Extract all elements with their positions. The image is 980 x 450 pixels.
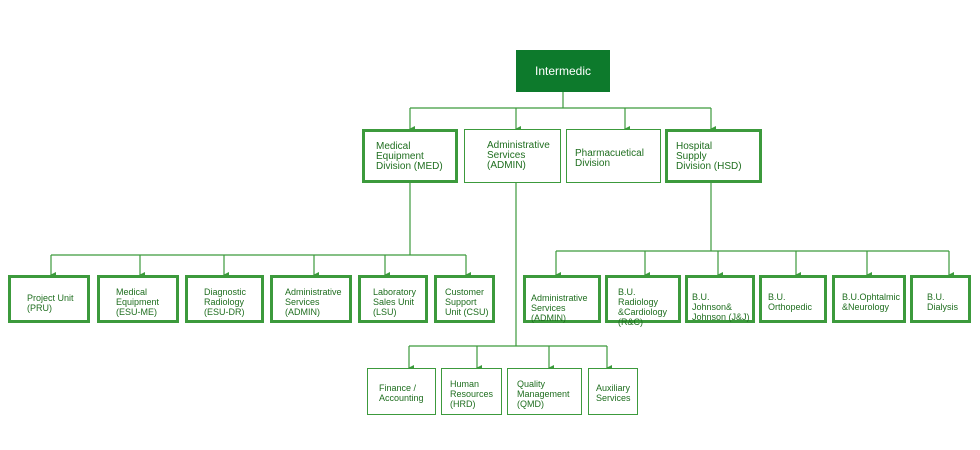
admin-unit-auxiliary: Auxiliary Services	[588, 368, 638, 415]
hsd-unit-label: B.U.Ophtalmic &Neurology	[842, 292, 901, 312]
hsd-unit-rc: B.U. Radiology &Cardiology (R&C)	[605, 275, 681, 327]
hsd-unit-admin: Administrative Services (ADMIN)	[523, 275, 601, 323]
hsd-unit-jj: B.U. Johnson& Johnson (J&J)	[685, 275, 755, 323]
division-admin: Administrative Services (ADMIN)	[464, 129, 561, 183]
admin-unit-finance: Finance / Accounting	[367, 368, 436, 415]
hsd-unit-label: B.U. Johnson& Johnson (J&J)	[692, 292, 750, 322]
hsd-unit-label: B.U. Orthopedic	[768, 292, 813, 312]
admin-unit-qmd: Quality Management (QMD)	[507, 368, 582, 415]
med-unit-esu-me: Medical Equipment (ESU-ME)	[97, 275, 179, 323]
med-unit-lsu: Laboratory Sales Unit (LSU)	[358, 275, 428, 323]
hsd-unit-label: Administrative Services (ADMIN)	[531, 293, 588, 323]
division-hsd-label: Hospital Supply Division (HSD)	[676, 141, 742, 172]
hsd-unit-orthopedic: B.U. Orthopedic	[759, 275, 827, 323]
med-unit-csu: Customer Support Unit (CSU)	[434, 275, 495, 323]
division-pharma-label: Pharmacuetical Division	[575, 148, 644, 169]
hsd-unit-dialysis: B.U. Dialysis	[910, 275, 971, 323]
med-unit-label: Customer Support Unit (CSU)	[445, 287, 489, 317]
admin-unit-label: Finance / Accounting	[379, 383, 424, 403]
division-pharma: Pharmacuetical Division	[566, 129, 661, 183]
hsd-unit-label: B.U. Dialysis	[927, 292, 959, 312]
admin-unit-label: Auxiliary Services	[596, 383, 631, 403]
division-hsd: Hospital Supply Division (HSD)	[665, 129, 762, 183]
med-unit-pru: Project Unit (PRU)	[8, 275, 90, 323]
med-unit-label: Administrative Services (ADMIN)	[285, 287, 342, 317]
med-unit-label: Diagnostic Radiology (ESU-DR)	[204, 287, 247, 317]
med-unit-label: Medical Equipment (ESU-ME)	[116, 287, 160, 317]
admin-unit-label: Quality Management (QMD)	[517, 379, 570, 409]
hsd-unit-label: B.U. Radiology &Cardiology (R&C)	[618, 287, 668, 327]
division-med: Medical Equipment Division (MED)	[362, 129, 458, 183]
division-med-label: Medical Equipment Division (MED)	[376, 141, 443, 172]
med-unit-esu-dr: Diagnostic Radiology (ESU-DR)	[185, 275, 264, 323]
med-unit-label: Laboratory Sales Unit (LSU)	[373, 287, 417, 317]
root-label: Intermedic	[534, 64, 592, 78]
hsd-unit-ophtalmic: B.U.Ophtalmic &Neurology	[832, 275, 906, 323]
admin-unit-hrd: Human Resources (HRD)	[441, 368, 502, 415]
med-unit-admin: Administrative Services (ADMIN)	[270, 275, 352, 323]
division-admin-label: Administrative Services (ADMIN)	[487, 140, 550, 171]
admin-unit-label: Human Resources (HRD)	[450, 379, 494, 409]
med-unit-label: Project Unit (PRU)	[27, 293, 74, 313]
root-node: Intermedic	[516, 50, 610, 92]
